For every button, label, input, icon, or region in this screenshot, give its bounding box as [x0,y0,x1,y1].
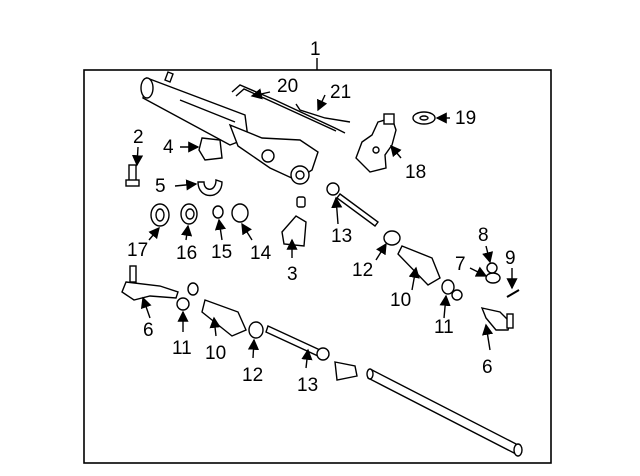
callout-11-left: 11 [172,338,192,359]
callout-18: 18 [405,162,426,183]
cotter-pin-9 [506,289,520,298]
callout-16: 16 [176,243,197,264]
callout-17: 17 [127,240,148,261]
callout-12-right: 12 [352,260,373,281]
leader-arrows [131,88,518,369]
callout-4: 4 [163,137,174,158]
bushing-set [150,203,249,227]
tie-rod-end-left [121,265,179,301]
adjuster-sleeve-left [334,361,358,381]
boot-left [201,299,264,339]
washer-19 [412,111,436,125]
valve-body-18 [355,113,397,173]
callout-9: 9 [505,248,516,269]
callout-13-left: 13 [297,375,318,396]
callout-20: 20 [277,76,298,97]
callout-3: 3 [287,264,298,285]
diagram-frame [83,69,552,464]
callout-13-right: 13 [331,226,352,247]
callout-5: 5 [155,176,166,197]
callout-6-right: 6 [482,357,493,378]
callout-6-left: 6 [143,320,154,341]
small-hardware [176,262,501,311]
inner-tie-rod-left [265,325,330,361]
callout-19: 19 [455,108,476,129]
clamp-5 [197,179,223,197]
callout-14: 14 [250,243,272,264]
tie-rod-end-right [480,307,514,331]
callout-15: 15 [211,242,232,263]
rack-bar [366,368,523,457]
callout-8: 8 [478,225,489,246]
rack-housing [140,71,319,185]
assembly-number: 1 [310,39,321,60]
callouts: 2 4 5 20 21 19 18 17 16 15 14 3 13 12 10… [127,76,516,396]
bracket-3 [281,196,307,247]
callout-7: 7 [455,254,466,275]
callout-12-left: 12 [242,365,263,386]
callout-11-right: 11 [434,317,454,338]
bushing-4 [198,137,223,161]
boot-right [383,230,441,286]
callout-10-right: 10 [390,290,411,311]
callout-10-left: 10 [205,343,226,364]
callout-21: 21 [330,82,351,103]
callout-2: 2 [133,127,144,148]
